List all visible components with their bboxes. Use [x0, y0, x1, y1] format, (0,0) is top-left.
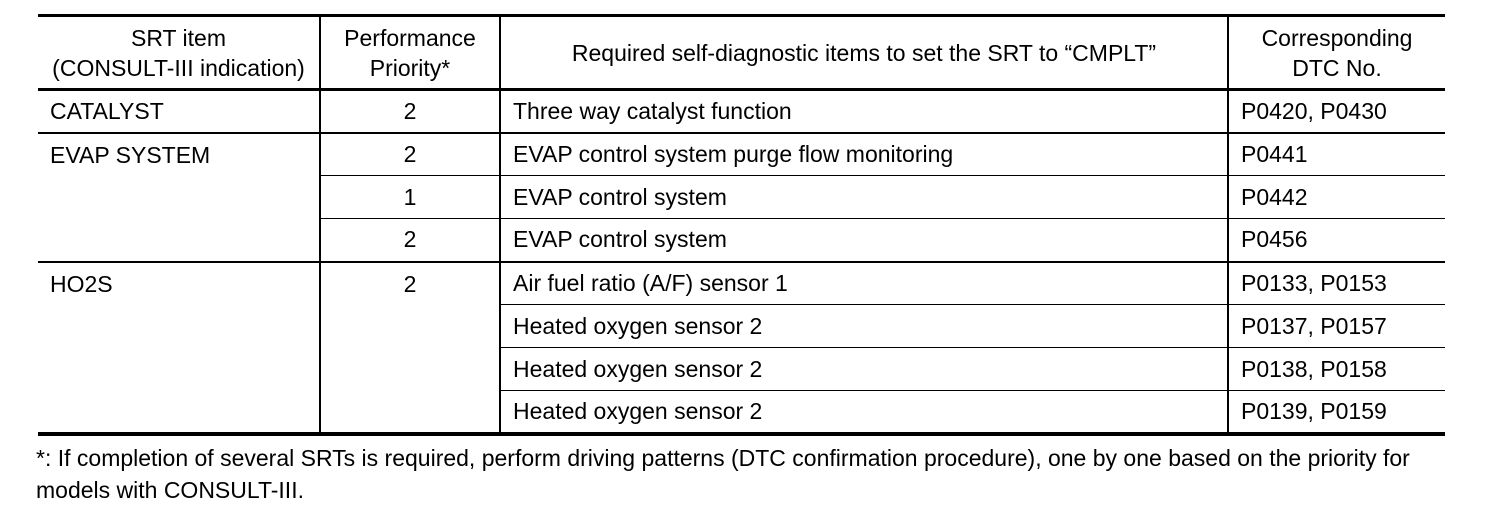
priority-cell: 2	[319, 260, 500, 434]
col-header-performance-priority: Performance Priority*	[319, 15, 500, 91]
priority-cell: 1	[319, 175, 500, 219]
dtc-cell: P0133, P0153	[1227, 260, 1445, 305]
srt-item-cell: HO2S	[38, 260, 320, 434]
dtc-cell: P0138, P0158	[1227, 347, 1445, 391]
footnote-line-1: *: If completion of several SRTs is requ…	[36, 445, 1410, 471]
dtc-cell: P0139, P0159	[1227, 390, 1445, 434]
dtc-cell: P0442	[1227, 175, 1445, 219]
diagnostic-cell: Heated oxygen sensor 2	[499, 390, 1228, 434]
table-row-evap-3: 2 EVAP control system P0456	[38, 218, 1445, 262]
dtc-cell: P0420, P0430	[1227, 89, 1445, 133]
diagnostic-cell: EVAP control system purge flow monitorin…	[499, 131, 1228, 176]
priority-cell: 2	[319, 89, 500, 133]
col-header-diagnostic-items: Required self-diagnostic items to set th…	[499, 15, 1228, 91]
col-header-srt-item: SRT item (CONSULT-III indication)	[38, 15, 320, 91]
priority-cell: 2	[319, 131, 500, 176]
table-row-ho2s-4: Heated oxygen sensor 2 P0139, P0159	[38, 390, 1445, 434]
footnote: *: If completion of several SRTs is requ…	[36, 442, 1476, 506]
table-header-row: SRT item (CONSULT-III indication) Perfor…	[38, 15, 1445, 91]
diagnostic-cell: Air fuel ratio (A/F) sensor 1	[499, 260, 1228, 305]
col-header-dtc-no: Corresponding DTC No.	[1227, 15, 1445, 91]
diagnostic-cell: EVAP control system	[499, 218, 1228, 262]
footnote-line-2: models with CONSULT-III.	[36, 477, 304, 503]
table-row-ho2s-2: Heated oxygen sensor 2 P0137, P0157	[38, 304, 1445, 348]
table-row-evap-1: EVAP SYSTEM 2 EVAP control system purge …	[38, 131, 1445, 262]
table-row-ho2s-1: HO2S 2 Air fuel ratio (A/F) sensor 1 P01…	[38, 260, 1445, 434]
table-row-evap-2: 1 EVAP control system P0442	[38, 175, 1445, 219]
table-row-catalyst: CATALYST 2 Three way catalyst function P…	[38, 89, 1445, 133]
dtc-cell: P0441	[1227, 131, 1445, 176]
priority-cell: 2	[319, 218, 500, 262]
diagnostic-cell: Three way catalyst function	[499, 89, 1228, 133]
dtc-cell: P0137, P0157	[1227, 304, 1445, 348]
diagnostic-cell: EVAP control system	[499, 175, 1228, 219]
diagnostic-cell: Heated oxygen sensor 2	[499, 347, 1228, 391]
table-row-ho2s-3: Heated oxygen sensor 2 P0138, P0158	[38, 347, 1445, 391]
dtc-cell: P0456	[1227, 218, 1445, 262]
srt-item-cell: CATALYST	[38, 89, 320, 133]
srt-table: SRT item (CONSULT-III indication) Perfor…	[38, 14, 1445, 436]
srt-item-cell: EVAP SYSTEM	[38, 131, 320, 262]
diagnostic-cell: Heated oxygen sensor 2	[499, 304, 1228, 348]
